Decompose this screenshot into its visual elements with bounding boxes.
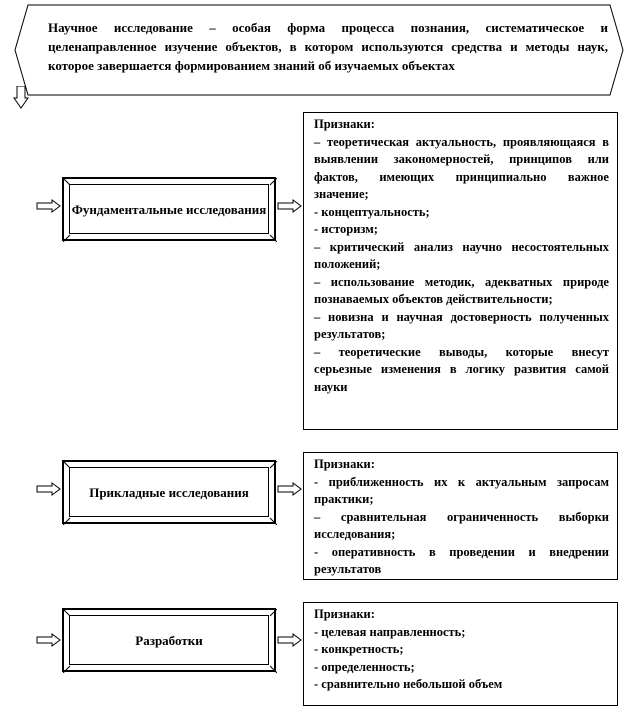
definition-box-outline [14,4,624,96]
category-title: Фундаментальные исследования [69,184,269,234]
sign-item: - приближенность их к актуальным запроса… [314,474,609,507]
arrow-out-icon [277,199,302,213]
arrow-out-icon [277,482,302,496]
arrow-in-icon [36,482,61,496]
signs-header: Признаки: [314,607,375,621]
sign-item: – критический анализ научно несостоятель… [314,239,609,272]
sign-item: - оперативность в проведении и внедрении… [314,544,609,577]
signs-box-applied: Признаки: - приближенность их к актуальн… [303,452,618,580]
category-title: Разработки [69,615,269,665]
sign-item: - историзм; [314,222,378,236]
sign-item: – использование методик, адекватных прир… [314,274,609,307]
category-development: Разработки [62,608,277,673]
arrow-in-icon [36,199,61,213]
signs-header: Признаки: [314,117,375,131]
sign-item: - определенность; [314,659,415,674]
category-applied: Прикладные исследования [62,460,277,525]
category-fundamental: Фундаментальные исследования [62,177,277,242]
definition-box: Научное исследование – особая форма проц… [14,4,624,96]
sign-item: – новизна и научная достоверность получе… [314,309,609,342]
signs-box-development: Признаки: - целевая направленность; - ко… [303,602,618,706]
sign-item: - концептуальность; [314,204,430,219]
sign-item: - сравнительно небольшой объем [314,677,503,691]
signs-header: Признаки: [314,457,375,471]
category-title: Прикладные исследования [69,467,269,517]
sign-item: - целевая направленность; [314,624,466,639]
definition-text: Научное исследование – особая форма проц… [48,20,608,73]
sign-item: – теоретическая актуальность, проявляюща… [314,134,609,202]
sign-item: – теоретические выводы, которые внесут с… [314,344,609,394]
sign-item: - конкретность; [314,642,404,656]
down-arrow-icon [13,86,29,109]
arrow-in-icon [36,633,61,647]
arrow-out-icon [277,633,302,647]
signs-box-fundamental: Признаки: – теоретическая актуальность, … [303,112,618,430]
sign-item: – сравнительная ограниченность выборки и… [314,509,609,542]
